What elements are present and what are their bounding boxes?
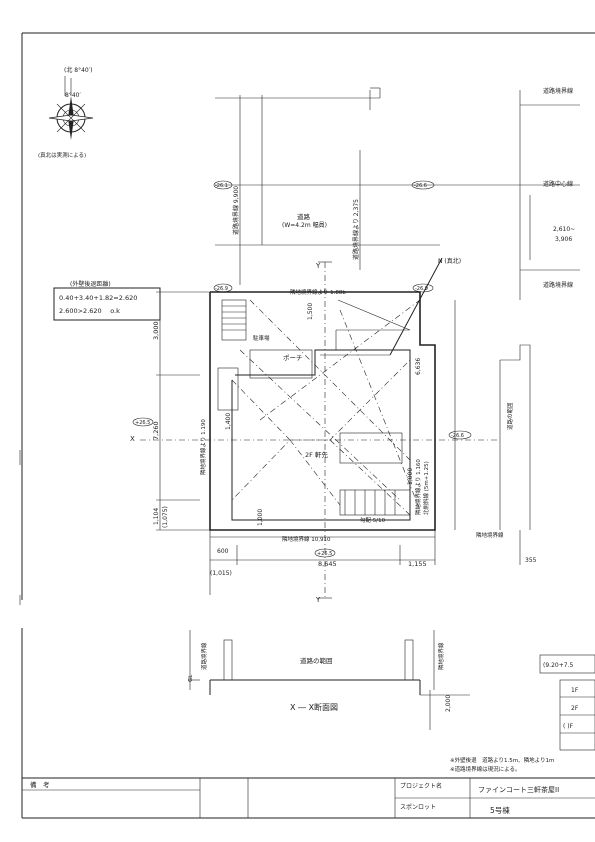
project-label: プロジェクト名 <box>400 782 442 790</box>
plan-dim-inner2: 1,400 <box>225 413 232 430</box>
setback-line1: 0.40+3.40+1.82=2.620 <box>59 294 137 302</box>
plan-dim-top-boundary: 隣地境界線より 1.88b <box>290 288 346 296</box>
setback-b: 3,906 <box>555 236 572 243</box>
plan-neighbor-label: 道路の範囲 <box>506 402 514 430</box>
note-line2: ※道路境界線は現況による。 <box>450 765 520 773</box>
elev-left: +26.5 <box>135 420 150 426</box>
left-dimension-line <box>156 291 210 531</box>
north-label: (北 8°40′) <box>64 66 92 74</box>
plan-far-right-small: 355 <box>525 557 537 564</box>
setback-a: 2,610~ <box>553 226 575 233</box>
plan-dim-left-total: 7,260 <box>152 421 160 440</box>
section-left-label: 道路境界線 <box>200 642 208 670</box>
section-right-box: (9.20+7.5 <box>543 662 573 669</box>
plan-x-label: X <box>130 435 135 443</box>
road-dist-left: 道路境界線 9,900 <box>232 186 240 235</box>
table-row-1f: 1F <box>571 687 579 694</box>
plan-dim-bottom-small2: (1,015) <box>210 570 232 577</box>
section-gl-label: GL <box>188 674 194 682</box>
plan-dim-right-v: 6,636 <box>415 358 422 375</box>
plan-neighbor-boundary: 隣地境界線 <box>476 531 504 539</box>
plan-right-boundary-text2: 北側斜線 (5m+1.25) <box>422 461 430 515</box>
plan-dim-left-lower2: (1,075) <box>162 506 169 528</box>
elev-right: -26.6 <box>451 433 464 439</box>
setback-line2: 2.600>2.620 o.k <box>59 307 120 315</box>
section-level-label: 2,000 <box>445 695 452 712</box>
plan-slope-label: 勾配 5/10 <box>360 516 386 524</box>
plan-right-boundary-text: 隣地境界線より 1.160 <box>414 459 422 515</box>
plan-ridge-label: 2F 軒先 <box>305 450 328 459</box>
remarks-label: 備 考 <box>30 780 50 789</box>
road-dist-mid: 道路境界線より 2,375 <box>352 199 360 260</box>
north-angle: 8°40′ <box>65 92 81 99</box>
section-view <box>188 630 595 751</box>
table-row-2f: 2F <box>571 705 579 712</box>
road-width-value: (W=4.2m 幅員) <box>282 221 327 229</box>
plan-dim-inner1: 1,000 <box>257 509 264 526</box>
section-center-label: 道路の範囲 <box>300 656 333 665</box>
north-arrow-icon <box>48 76 94 140</box>
title-block <box>22 777 595 819</box>
project-name: ファインコート三軒茶屋II <box>478 785 559 794</box>
plan-y-bottom: Y <box>315 596 321 604</box>
plan-dim-bottom-total: 隣地境界線 10,910 <box>282 535 331 543</box>
lot-label: スポンロット <box>400 803 436 811</box>
plan-dim-top-eave: 1,500 <box>307 303 314 320</box>
elev-tl: -26.1 <box>215 183 228 189</box>
plan-dim-bottom-right: 1,155 <box>408 560 427 568</box>
table-row-xf: ( )F <box>563 723 574 730</box>
plan-n-arrow: N (真北) <box>438 257 461 265</box>
road-area <box>215 87 580 300</box>
elev-mr: -26.9 <box>415 286 428 292</box>
plan-dim-left-upper: 3,000 <box>152 321 160 340</box>
note-line1: ※外壁後退 道路より1.5m、隣地より1m <box>450 756 554 764</box>
north-note: (真北は実測による) <box>38 151 86 159</box>
road-width-label: 道路 <box>297 212 311 221</box>
plan-dim-left-lower: 1,104 <box>153 508 160 525</box>
site-plan <box>140 257 531 600</box>
road-centerline-label: 道路中心線 <box>543 180 573 188</box>
sheet-frame <box>19 32 595 818</box>
road-boundary-top-label: 道路境界線 <box>543 87 573 95</box>
road-boundary-right-label: 道路境界線 <box>543 281 573 289</box>
elev-bottom: +26.5 <box>317 551 332 557</box>
lot-name: 5号棟 <box>490 805 510 815</box>
section-right-label: 隣地境界線 <box>437 642 445 670</box>
elev-tr: -26.6 <box>414 183 427 189</box>
setback-calc-box <box>53 287 161 321</box>
plan-parking-label: 駐車場 <box>253 334 270 342</box>
bottom-dimension-line <box>209 530 436 595</box>
elev-ml: -26.9 <box>215 286 228 292</box>
setback-title: (外壁後退距離) <box>70 280 111 288</box>
section-title: X ― X断面図 <box>290 702 338 712</box>
plan-dim-bottom-small: 600 <box>217 548 229 555</box>
plan-dim-bottom-main: 8,645 <box>318 560 337 568</box>
plan-left-boundary-text: 隣地境界線より 1.190 <box>199 419 207 475</box>
plan-porch-label: ポーチ <box>283 354 303 362</box>
plan-y-top: Y <box>315 262 321 270</box>
plan-dim-right-low: 1,000 <box>407 468 414 485</box>
